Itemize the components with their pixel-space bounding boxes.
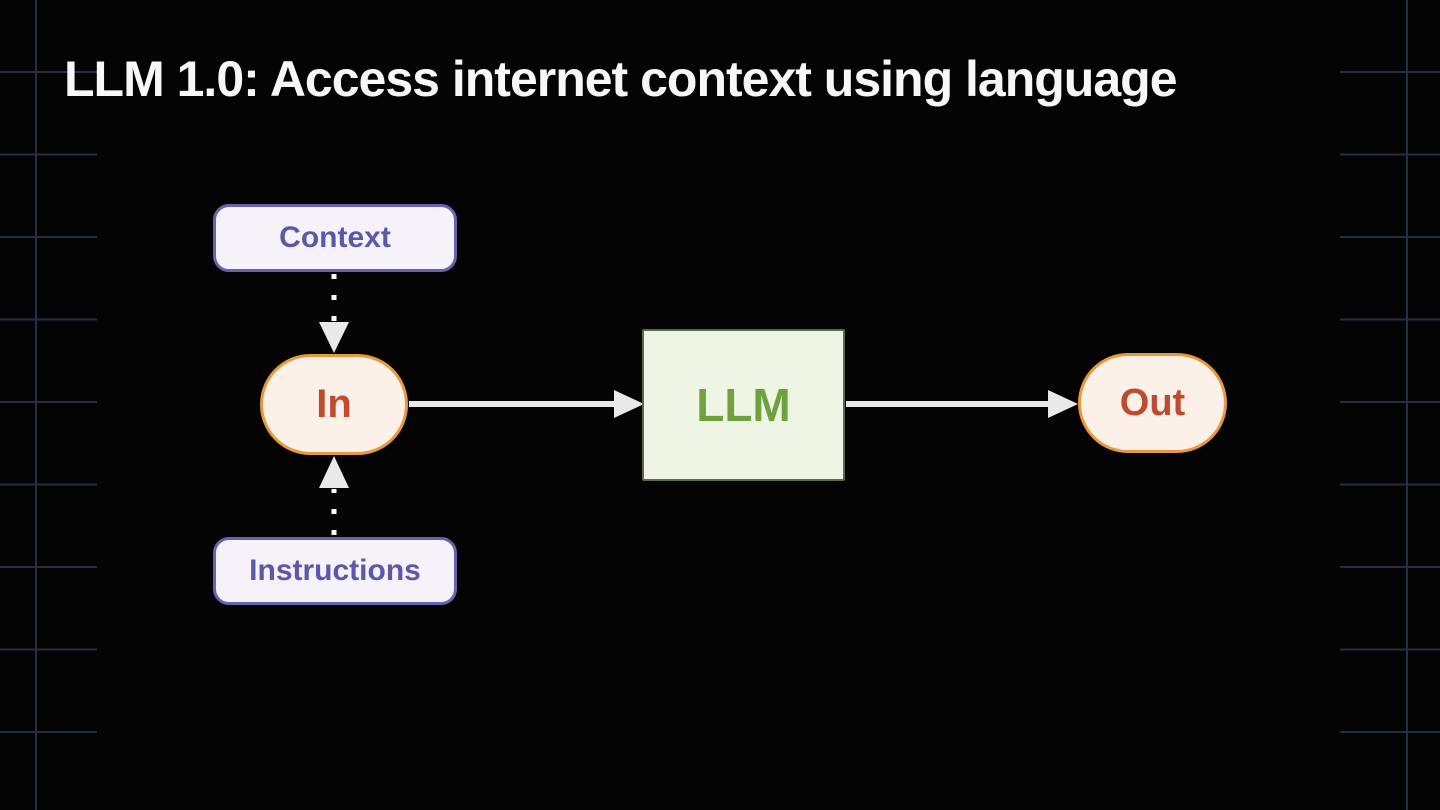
node-context: Context	[213, 204, 457, 272]
edge-llm-to-out	[846, 390, 1078, 418]
node-out: Out	[1078, 353, 1227, 453]
node-llm: LLM	[642, 329, 845, 481]
edge-instructions-to-in	[319, 456, 349, 535]
node-llm-label: LLM	[696, 379, 791, 431]
arrowhead-down-icon	[319, 322, 349, 353]
arrowhead-right-icon	[614, 390, 644, 418]
slide-title: LLM 1.0: Access internet context using l…	[64, 51, 1177, 107]
node-context-label: Context	[279, 221, 391, 254]
node-instructions: Instructions	[213, 537, 457, 605]
edge-in-to-llm	[409, 390, 644, 418]
arrowhead-right-icon	[1048, 390, 1078, 418]
node-in-label: In	[316, 382, 352, 426]
arrowhead-up-icon	[319, 456, 349, 488]
node-out-label: Out	[1119, 381, 1186, 424]
node-in: In	[260, 354, 408, 455]
edge-context-to-in	[319, 274, 349, 353]
node-instructions-label: Instructions	[249, 554, 421, 587]
